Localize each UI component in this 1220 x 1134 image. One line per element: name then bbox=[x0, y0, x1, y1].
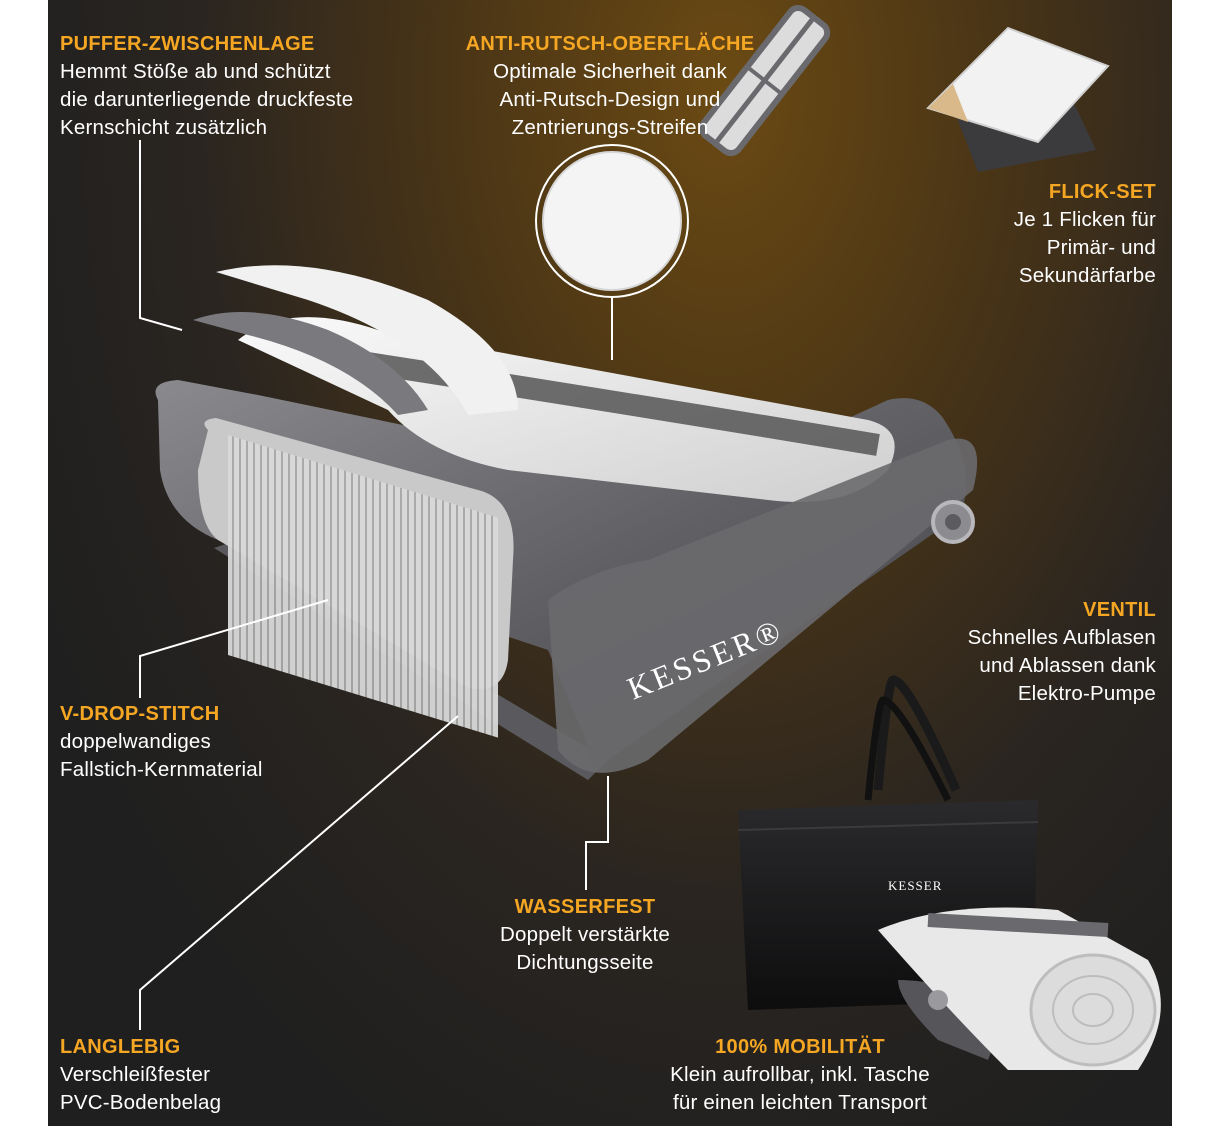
feature-title: 100% MOBILITÄT bbox=[715, 1036, 885, 1058]
patch-white bbox=[926, 26, 1110, 144]
feature-title: WASSERFEST bbox=[514, 896, 656, 918]
mat-peeled-layer-gray bbox=[193, 312, 428, 415]
feature-puffer: PUFFER-ZWISCHENLAGE Hemmt Stöße ab und s… bbox=[60, 30, 353, 142]
feature-text: Anti-Rutsch-Design und bbox=[499, 88, 721, 111]
feature-text: Primär- und bbox=[1046, 236, 1156, 259]
bag-logo: KESSER bbox=[888, 878, 942, 893]
airtrack-mat-illustration: KESSER® bbox=[155, 265, 978, 780]
mat-center-stripe bbox=[346, 349, 880, 456]
mini-mat-icon bbox=[699, 4, 831, 157]
feature-mobilitaet: 100% MOBILITÄT Klein aufrollbar, inkl. T… bbox=[630, 1033, 970, 1117]
feature-text: Sekundärfarbe bbox=[1018, 264, 1156, 287]
feature-text: Hemmt Stöße ab und schützt bbox=[60, 60, 331, 83]
product-infographic: KESSER® KESSER bbox=[48, 0, 1172, 1126]
bag-handle-2 bbox=[864, 696, 952, 802]
feature-title: ANTI-RUTSCH-OBERFLÄCHE bbox=[465, 33, 755, 55]
mat-front-roll bbox=[548, 438, 978, 773]
feature-text: Elektro-Pumpe bbox=[1017, 682, 1156, 705]
rolled-mat-end bbox=[1029, 953, 1157, 1067]
feature-langlebig: LANGLEBIG Verschleißfester PVC-Bodenbela… bbox=[60, 1033, 221, 1117]
feature-text: Fallstich-Kernmaterial bbox=[60, 758, 263, 781]
feature-text: Dichtungsseite bbox=[516, 951, 654, 974]
product-illustration: KESSER® KESSER bbox=[139, 4, 1161, 1070]
leader-puffer bbox=[139, 140, 183, 331]
anti-slip-surface-circle bbox=[542, 151, 682, 291]
leader-wasserfest bbox=[585, 776, 609, 890]
feature-antirutsch: ANTI-RUTSCH-OBERFLÄCHE Optimale Sicherhe… bbox=[440, 30, 780, 142]
feature-text: doppelwandiges bbox=[60, 730, 211, 753]
feature-text: Je 1 Flicken für bbox=[1013, 208, 1156, 231]
rolled-mat-stripe bbox=[927, 913, 1109, 937]
leader-vdrop bbox=[139, 599, 329, 698]
feature-text: für einen leichten Transport bbox=[672, 1091, 928, 1114]
feature-text: die darunterliegende druckfeste bbox=[60, 88, 354, 111]
anti-slip-detail bbox=[535, 144, 689, 298]
feature-title: LANGLEBIG bbox=[60, 1036, 181, 1058]
feature-text: Klein aufrollbar, inkl. Tasche bbox=[670, 1063, 930, 1086]
feature-vdrop: V-DROP-STITCH doppelwandiges Fallstich-K… bbox=[60, 700, 263, 784]
patch-backing bbox=[928, 84, 968, 122]
leader-langlebig bbox=[139, 715, 459, 1030]
feature-text: Optimale Sicherheit dank bbox=[493, 60, 727, 83]
feature-wasserfest: WASSERFEST Doppelt verstärkte Dichtungss… bbox=[400, 893, 770, 977]
feature-text: und Ablassen dank bbox=[979, 654, 1156, 677]
feature-title: VENTIL bbox=[1083, 599, 1156, 621]
feature-title: FLICK-SET bbox=[1048, 181, 1156, 203]
feature-text: PVC-Bodenbelag bbox=[60, 1091, 222, 1114]
drop-stitch-fibers bbox=[228, 435, 498, 738]
feature-title: PUFFER-ZWISCHENLAGE bbox=[60, 33, 315, 55]
feature-text: Zentrierungs-Streifen bbox=[511, 116, 709, 139]
bag-handle bbox=[873, 675, 961, 792]
patch-kit-illustration bbox=[926, 26, 1110, 172]
feature-title: V-DROP-STITCH bbox=[60, 703, 220, 725]
mat-peeled-layer-white bbox=[216, 265, 518, 415]
feature-flickset: FLICK-SET Je 1 Flicken für Primär- und S… bbox=[1014, 178, 1156, 290]
feature-text: Doppelt verstärkte bbox=[500, 923, 670, 946]
leader-lines bbox=[139, 140, 613, 1030]
feature-text: Verschleißfester bbox=[60, 1063, 211, 1086]
rolled-mat-illustration bbox=[878, 907, 1161, 1070]
feature-text: Schnelles Aufblasen bbox=[967, 626, 1156, 649]
feature-text: Kernschicht zusätzlich bbox=[60, 116, 268, 139]
feature-ventil: VENTIL Schnelles Aufblasen und Ablassen … bbox=[968, 596, 1156, 708]
rolled-mat-valve-icon bbox=[928, 990, 948, 1010]
